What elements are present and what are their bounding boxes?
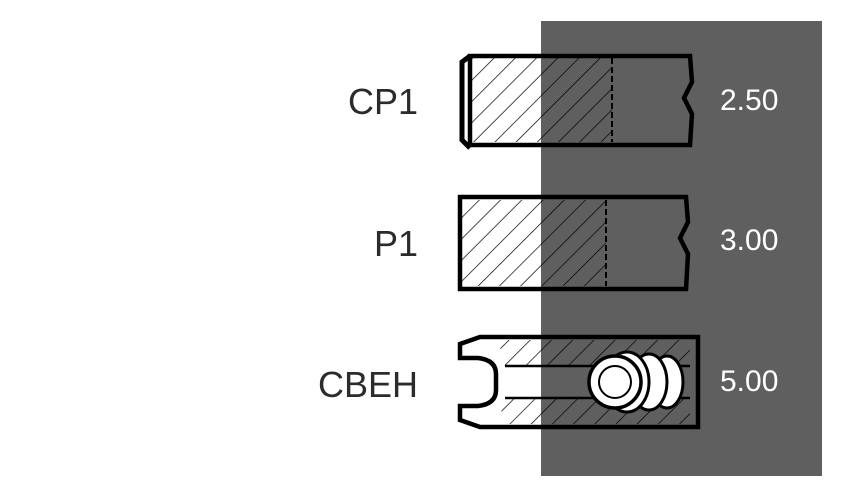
- ring-p1-hatch: [462, 200, 606, 286]
- ring-cp1-chamfer: [459, 54, 472, 150]
- ring-cp1-cross-section: [459, 53, 695, 150]
- ring-cbeh-coil-spring: [587, 350, 685, 414]
- ring-cbeh-outline: [457, 334, 701, 430]
- ring-cbeh-cross-section: [457, 334, 701, 430]
- ring-p1-outline: [457, 194, 691, 292]
- ring-value-cp1: 2.50: [720, 84, 779, 117]
- ring-label-p1: P1: [373, 223, 418, 264]
- ring-label-cp1: CP1: [347, 81, 418, 122]
- ring-cp1-outline: [467, 53, 695, 148]
- ring-value-cbeh: 5.00: [720, 365, 779, 398]
- ring-label-cbeh: CBEH: [317, 364, 418, 405]
- ring-cp1-hatch: [470, 58, 612, 142]
- ring-p1-cross-section: [457, 194, 691, 292]
- ring-value-p1: 3.00: [720, 224, 779, 257]
